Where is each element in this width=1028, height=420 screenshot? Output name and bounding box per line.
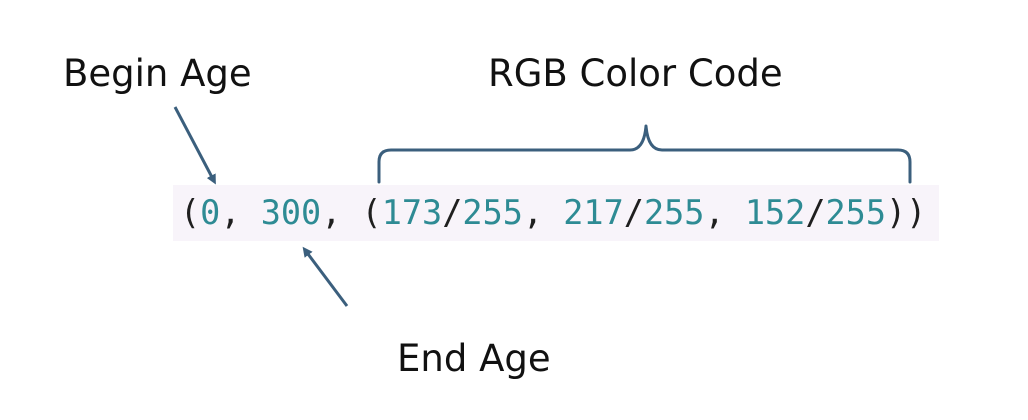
code-separator: , <box>704 193 745 232</box>
code-snippet: (0, 300, (173/255, 217/255, 152/255)) <box>180 193 926 233</box>
division-operator: / <box>623 193 644 232</box>
begin-age-arrow <box>173 106 216 185</box>
end-age-label: End Age <box>397 337 551 380</box>
green-denominator: 255 <box>643 193 705 232</box>
end-age-arrow <box>302 246 349 307</box>
code-separator: , <box>321 193 362 232</box>
rgb-tuple-brace <box>377 124 912 184</box>
code-separator: , <box>522 193 564 232</box>
blue-denominator: 255 <box>825 193 887 232</box>
end-age-value: 300 <box>260 193 322 232</box>
code-open-paren: ( <box>180 193 201 232</box>
code-separator: , <box>220 193 261 232</box>
division-operator: / <box>805 193 826 232</box>
green-value: 217 <box>563 193 624 232</box>
begin-age-value: 0 <box>200 193 221 232</box>
blue-value: 152 <box>744 193 806 232</box>
division-operator: / <box>442 193 463 232</box>
rgb-tuple-open-paren: ( <box>361 193 382 232</box>
red-value: 173 <box>381 193 443 232</box>
code-background <box>173 185 939 241</box>
rgb-color-code-label: RGB Color Code <box>488 52 783 95</box>
red-denominator: 255 <box>462 193 523 232</box>
begin-age-label: Begin Age <box>63 52 252 95</box>
code-close-parens: )) <box>886 193 927 232</box>
